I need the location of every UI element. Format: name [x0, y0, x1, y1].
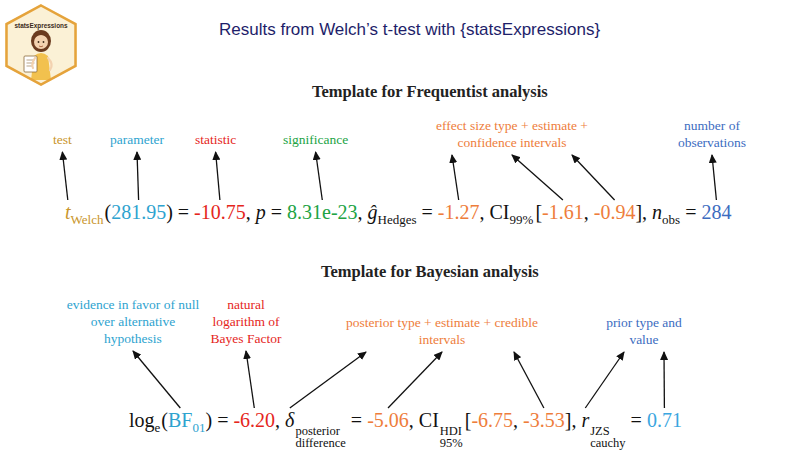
- formula-term: =: [631, 409, 642, 431]
- formula-subscript: 99%: [510, 212, 534, 227]
- formula-term: 281.95: [111, 201, 166, 223]
- sup-sub-stack: posteriordifference: [295, 425, 345, 449]
- formula-term: CI: [419, 409, 439, 431]
- leader-arrow: [585, 352, 624, 408]
- leader-arrow: [512, 155, 563, 200]
- formula-term: -1.27: [438, 201, 480, 223]
- formula-term: δ: [285, 409, 294, 431]
- formula-row: loge(BF01)=-6.20,δposteriordifference=-5…: [129, 407, 682, 449]
- formula-subscript: obs: [662, 212, 680, 227]
- formula-term: -6.20: [233, 409, 275, 431]
- formula-term: ĝ: [368, 201, 378, 223]
- leader-arrow: [388, 352, 442, 408]
- formula-term: 8.31e-23: [287, 201, 358, 223]
- annotation-label: statistic: [195, 131, 236, 148]
- formula-script: JZS: [590, 425, 625, 437]
- formula-script: difference: [295, 437, 345, 449]
- formula-term: BF: [168, 409, 192, 431]
- formula-term: =: [351, 409, 362, 431]
- formula-term: =: [217, 409, 228, 431]
- formula-term: t: [65, 201, 71, 223]
- formula-term: ],: [565, 409, 577, 431]
- formula-term: ,: [409, 409, 414, 431]
- formula-term: 0.71: [647, 409, 682, 431]
- formula-term: r: [581, 409, 589, 431]
- formula-term: -6.75: [471, 409, 513, 431]
- leader-arrow: [216, 152, 220, 200]
- formula-subscript: Welch: [71, 212, 104, 227]
- formula-subscript: 01: [192, 420, 205, 435]
- formula-term: [: [465, 409, 472, 431]
- formula-term: CI: [490, 201, 510, 223]
- formula-term: (: [161, 409, 168, 431]
- sup-sub-stack: JZScauchy: [590, 425, 625, 449]
- section-heading: Template for Frequentist analysis: [312, 82, 548, 102]
- formula-term: 284: [701, 201, 731, 223]
- leader-arrow: [452, 155, 459, 200]
- annotation-label: posterior type + estimate + credible int…: [342, 314, 542, 348]
- formula-term: (: [104, 201, 111, 223]
- logo-figure: [24, 30, 52, 80]
- formula-term: ,: [275, 409, 280, 431]
- formula-term: [: [535, 201, 542, 223]
- formula-term: =: [178, 201, 189, 223]
- formula-subscript: e: [155, 420, 161, 435]
- leader-arrow: [514, 352, 544, 408]
- formula-term: ): [205, 409, 212, 431]
- annotation-label: effect size type + estimate + confidence…: [412, 117, 612, 151]
- leader-arrow: [137, 152, 139, 200]
- formula-script: cauchy: [590, 437, 625, 449]
- formula-term: p: [256, 201, 266, 223]
- formula-row: tWelch(281.95)=-10.75,p=8.31e-23,ĝHedges…: [65, 199, 731, 225]
- formula-term: ,: [358, 201, 363, 223]
- formula-term: ,: [584, 201, 589, 223]
- formula-term: n: [652, 201, 662, 223]
- formula-term: ,: [246, 201, 251, 223]
- leader-arrow: [290, 352, 366, 408]
- leader-arrow: [246, 351, 254, 408]
- formula-subscript: Hedges: [378, 212, 417, 227]
- diagram-title: Results from Welch’s t-test with {statsE…: [219, 19, 600, 41]
- annotation-label: significance: [283, 131, 348, 148]
- leader-arrow: [62, 152, 67, 200]
- formula-term: =: [422, 201, 433, 223]
- formula-term: ,: [480, 201, 485, 223]
- formula-script: 95%: [440, 437, 463, 449]
- leader-arrow: [572, 155, 615, 200]
- formula-term: log: [129, 409, 155, 431]
- annotation-label: evidence in favor of null over alternati…: [63, 296, 203, 347]
- formula-term: =: [271, 201, 282, 223]
- leader-arrow: [133, 351, 180, 408]
- formula-term: -0.94: [594, 201, 636, 223]
- formula-script: HDI: [440, 425, 463, 437]
- annotation-label: test: [53, 131, 72, 148]
- formula-script: posterior: [295, 425, 345, 437]
- leader-arrow: [316, 152, 323, 200]
- annotation-label: number of observations: [652, 117, 772, 151]
- formula-term: =: [685, 201, 696, 223]
- annotation-label: prior type and value: [594, 314, 694, 348]
- formula-term: -1.61: [542, 201, 584, 223]
- logo-name: statsExpressions: [5, 21, 77, 30]
- sup-sub-stack: HDI95%: [440, 425, 463, 449]
- logo-hexagon: statsExpressions: [5, 4, 77, 86]
- formula-term: -10.75: [194, 201, 246, 223]
- formula-term: ): [166, 201, 173, 223]
- formula-term: ],: [635, 201, 647, 223]
- annotation-label: parameter: [110, 131, 164, 148]
- hexagon-outline: [5, 4, 77, 86]
- leader-arrow: [663, 352, 665, 408]
- formula-term: -3.53: [523, 409, 565, 431]
- formula-term: -5.06: [367, 409, 409, 431]
- formula-term: ,: [513, 409, 518, 431]
- logo-ground: [5, 4, 77, 86]
- annotation-label: natural logarithm of Bayes Factor: [200, 296, 292, 347]
- leader-arrow: [712, 155, 716, 200]
- section-heading: Template for Bayesian analysis: [321, 262, 539, 282]
